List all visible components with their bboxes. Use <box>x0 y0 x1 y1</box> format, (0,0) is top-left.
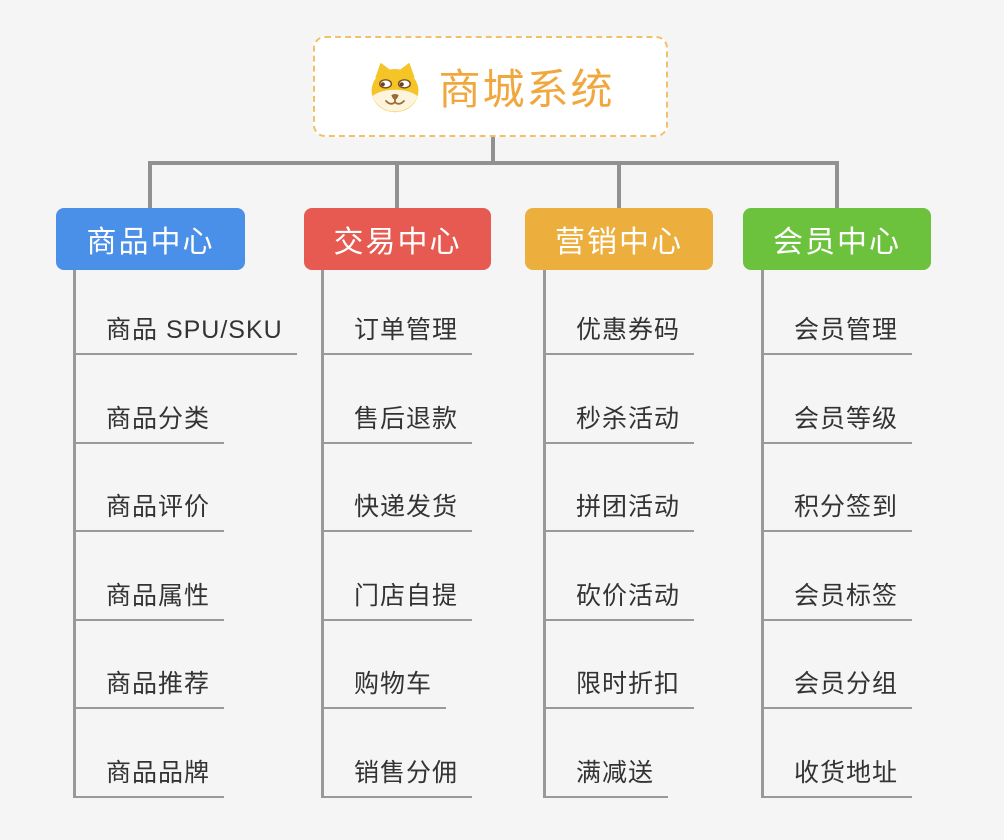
shiba-dog-icon <box>372 62 419 112</box>
branch-label: 营销中心 <box>555 226 683 259</box>
branch-children-trade-center: 订单管理 售后退款 快递发货 门店自提 购物车 销售分佣 <box>321 270 473 798</box>
child-node-member-level[interactable]: 会员等级 <box>764 355 913 444</box>
child-node-group-buy[interactable]: 拼团活动 <box>546 444 695 532</box>
child-node-store-pickup[interactable]: 门店自提 <box>324 532 473 621</box>
child-node-aftersale-refund[interactable]: 售后退款 <box>324 355 473 444</box>
child-node-spend-save[interactable]: 满减送 <box>546 709 669 798</box>
branch-label: 交易中心 <box>333 226 462 259</box>
root-node-mall-system[interactable]: 商城系统 <box>313 36 668 137</box>
connector-drop-marketing <box>617 161 621 210</box>
child-node-sales-commission[interactable]: 销售分佣 <box>324 709 473 798</box>
child-node-shipping-address[interactable]: 收货地址 <box>764 709 913 798</box>
branch-node-trade-center[interactable]: 交易中心 <box>304 208 491 270</box>
child-node-product-brand[interactable]: 商品品牌 <box>76 709 225 798</box>
child-node-flash-sale[interactable]: 秒杀活动 <box>546 355 695 444</box>
connector-drop-member <box>835 161 839 210</box>
child-node-member-group[interactable]: 会员分组 <box>764 621 913 709</box>
child-node-product-review[interactable]: 商品评价 <box>76 444 225 532</box>
connector-root-stub <box>491 136 495 165</box>
child-node-product-spu-sku[interactable]: 商品 SPU/SKU <box>76 270 297 355</box>
child-node-member-management[interactable]: 会员管理 <box>764 270 913 355</box>
child-node-shopping-cart[interactable]: 购物车 <box>324 621 447 709</box>
child-node-product-attribute[interactable]: 商品属性 <box>76 532 225 621</box>
branch-node-member-center[interactable]: 会员中心 <box>743 208 931 270</box>
child-node-limited-time-discount[interactable]: 限时折扣 <box>546 621 695 709</box>
child-node-coupon-code[interactable]: 优惠券码 <box>546 270 695 355</box>
child-node-points-checkin[interactable]: 积分签到 <box>764 444 913 532</box>
child-node-bargain-activity[interactable]: 砍价活动 <box>546 532 695 621</box>
child-node-express-delivery[interactable]: 快递发货 <box>324 444 473 532</box>
branch-label: 商品中心 <box>86 226 215 259</box>
connector-horizontal-line <box>148 161 839 165</box>
branch-children-member-center: 会员管理 会员等级 积分签到 会员标签 会员分组 收货地址 <box>761 270 913 798</box>
connector-drop-trade <box>395 161 399 210</box>
child-node-product-category[interactable]: 商品分类 <box>76 355 225 444</box>
child-node-product-recommend[interactable]: 商品推荐 <box>76 621 225 709</box>
branch-node-product-center[interactable]: 商品中心 <box>56 208 245 270</box>
branch-children-product-center: 商品 SPU/SKU 商品分类 商品评价 商品属性 商品推荐 商品品牌 <box>73 270 297 798</box>
child-node-member-tag[interactable]: 会员标签 <box>764 532 913 621</box>
child-node-order-management[interactable]: 订单管理 <box>324 270 473 355</box>
connector-drop-product <box>148 161 152 210</box>
root-title: 商城系统 <box>438 66 615 113</box>
branch-children-marketing-center: 优惠券码 秒杀活动 拼团活动 砍价活动 限时折扣 满减送 <box>543 270 695 798</box>
branch-label: 会员中心 <box>773 226 901 259</box>
branch-node-marketing-center[interactable]: 营销中心 <box>525 208 713 270</box>
